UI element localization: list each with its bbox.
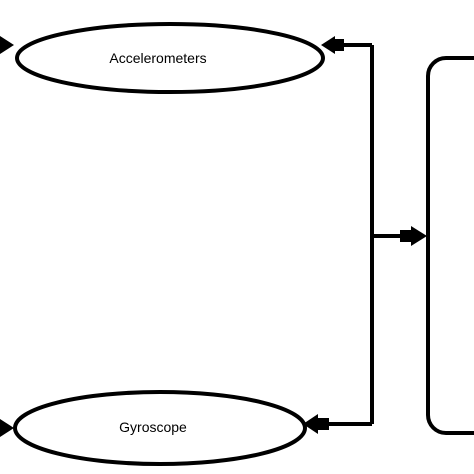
arrowhead-icon [411, 226, 427, 246]
right-block [426, 56, 474, 435]
edge-to-right-block [372, 226, 427, 246]
gyroscope-ellipse [13, 390, 307, 466]
left-arrowhead-icon [0, 36, 14, 54]
edge-to-gyroscope [303, 414, 372, 434]
gyroscope-node: Gyroscope [13, 390, 307, 466]
arrow-nub-icon [400, 230, 412, 242]
accelerometers-node: Accelerometers [15, 22, 325, 94]
edge-to-accelerometers [321, 36, 372, 54]
arrow-nub-icon [334, 39, 344, 51]
arrowhead-icon [321, 36, 335, 54]
left-arrowhead-icon [0, 419, 14, 437]
arrow-nub-icon [317, 418, 329, 430]
accelerometers-ellipse [15, 22, 325, 94]
accelerometers-label: Accelerometers [109, 50, 206, 66]
gyroscope-label: Gyroscope [119, 419, 187, 435]
arrowhead-icon [303, 414, 318, 434]
